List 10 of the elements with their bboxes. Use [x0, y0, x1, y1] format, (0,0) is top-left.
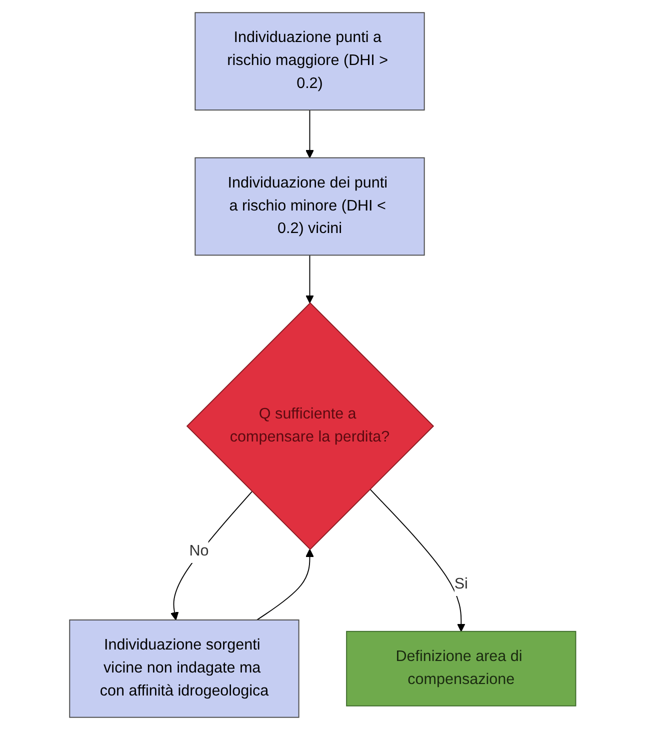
arrow — [369, 488, 466, 632]
node-box: Definizione area di compensazione — [346, 630, 576, 706]
arrow — [305, 110, 314, 158]
arrow — [305, 254, 314, 304]
node-box: Individuazione dei punti a rischio minore (DHI < 0.2) vicini — [194, 157, 425, 256]
arrow — [256, 548, 314, 620]
node-box: Individuazione sorgenti vicine non indagate ma con affinità idrogeologica — [68, 619, 300, 718]
edge-label: Si — [454, 576, 468, 592]
arrow — [170, 491, 252, 620]
node-box: Individuazione punti a rischio maggiore (DHI > 0.2) — [194, 12, 425, 111]
